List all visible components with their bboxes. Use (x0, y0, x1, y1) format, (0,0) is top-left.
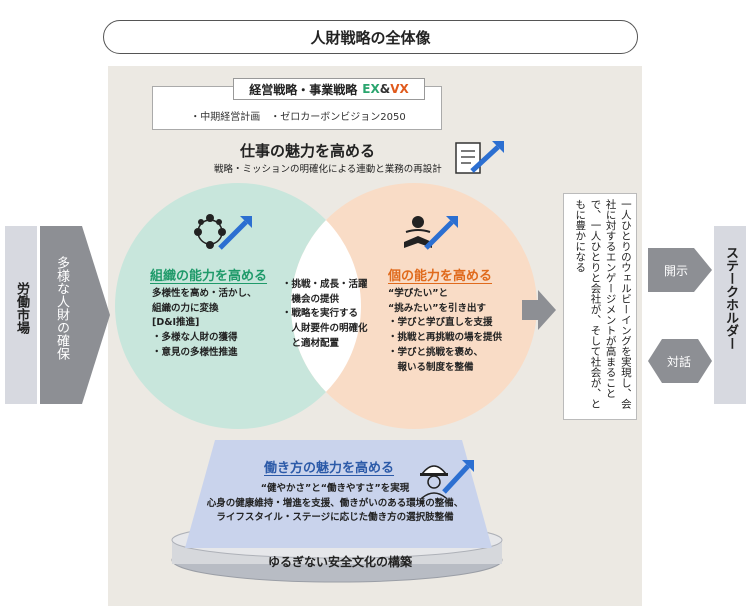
individual-title: 個の能力を高める (388, 269, 493, 284)
overlap-line: と適材配置 (282, 337, 340, 349)
org-line: ・意見の多様性推進 (152, 346, 238, 358)
wellbeing-text: 一人ひとりのウェルビーイングを実現し、会社に対するエンゲージメントが高まることで… (574, 199, 632, 409)
ex-label: EX (362, 82, 380, 96)
study-arrow-icon (404, 216, 458, 250)
labor-market-box (5, 226, 37, 404)
overlap-line: ・戦略を実行する (282, 308, 359, 320)
team-arrow-icon (194, 214, 252, 250)
overlap-line: 機会の提供 (282, 293, 340, 305)
wellbeing-box (563, 193, 637, 420)
output-arrow (522, 290, 556, 330)
org-line: 多様性を高め・活かし、 (152, 288, 257, 299)
page-title: 人財戦略の全体像 (103, 20, 638, 54)
org-line: [D&I推進] (152, 317, 200, 329)
individual-line: 報いる制度を整備 (388, 361, 474, 373)
disclose-label: 開示 (664, 264, 689, 278)
overlap-line: ・挑戦・成長・活躍 (282, 279, 368, 290)
workstyle-text: “健やかさ”と“働きやすさ”を実現 心身の健康維持・増進を支援、働きがいのある環… (200, 482, 470, 526)
amp-label: & (379, 82, 391, 96)
workstyle-line: ライフスタイル・ステージに応じた働き方の選択肢整備 (216, 512, 454, 524)
org-line: 組織の力に変換 (152, 302, 219, 314)
individual-line: ・挑戦と再挑戦の場を提供 (388, 332, 503, 344)
worker-helmet-icon (420, 460, 474, 499)
work-appeal-title: 仕事の魅力を高める (240, 142, 376, 160)
workstyle-line: “健やかさ”と“働きやすさ”を実現 (260, 483, 410, 494)
overlap-line: 人財要件の明確化 (282, 323, 368, 335)
individual-line: ・学びと挑戦を褒め、 (388, 346, 484, 358)
workstyle-title: 働き方の魅力を高める (264, 461, 395, 476)
dialogue-arrow (648, 339, 712, 383)
individual-line: “挑みたい”を引き出す (388, 302, 486, 314)
org-text: 多様性を高め・活かし、 組織の力に変換 [D&I推進] ・多様な人財の獲得 ・意… (152, 287, 257, 361)
workstyle-line: 心身の健康維持・増進を支援、働きがいのある環境の整備、 (206, 497, 464, 509)
org-line: ・多様な人財の獲得 (152, 332, 238, 344)
strategy-tab: 経営戦略・事業戦略 EX&VX (233, 78, 425, 100)
work-appeal-subtitle: 戦略・ミッションの明確化による連動と業務の再設計 (214, 164, 442, 175)
individual-line: “学びたい”と (388, 288, 448, 299)
document-arrow-icon (455, 141, 504, 174)
vx-label: VX (390, 82, 409, 96)
workstyle-area (185, 440, 492, 548)
strategy-subtext: ・中期経営計画 ・ゼロカーボンビジョン2050 (190, 112, 406, 123)
individual-text: “学びたい”と “挑みたい”を引き出す ・学びと学び直しを支援 ・挑戦と再挑戦の… (388, 287, 502, 375)
labor-market-label: 労働市場 (14, 282, 29, 334)
secure-arrow (40, 226, 110, 404)
overlap-text: ・挑戦・成長・活躍 機会の提供 ・戦略を実行する 人財要件の明確化 と適材配置 (282, 278, 368, 352)
individual-circle (291, 183, 537, 429)
individual-line: ・学びと学び直しを支援 (388, 317, 493, 329)
stakeholders-label: ステークホルダー (723, 246, 738, 350)
foundation-label: ゆるぎない安全文化の構築 (267, 555, 412, 569)
org-title: 組織の能力を高める (150, 269, 268, 284)
stakeholders-box (714, 226, 746, 404)
org-circle (115, 183, 361, 429)
disclose-arrow (648, 248, 712, 292)
strategy-label: 経営戦略・事業戦略 (249, 82, 358, 97)
secure-label: 多様な人財の確保 (54, 256, 69, 360)
dialogue-label: 対話 (667, 355, 692, 369)
